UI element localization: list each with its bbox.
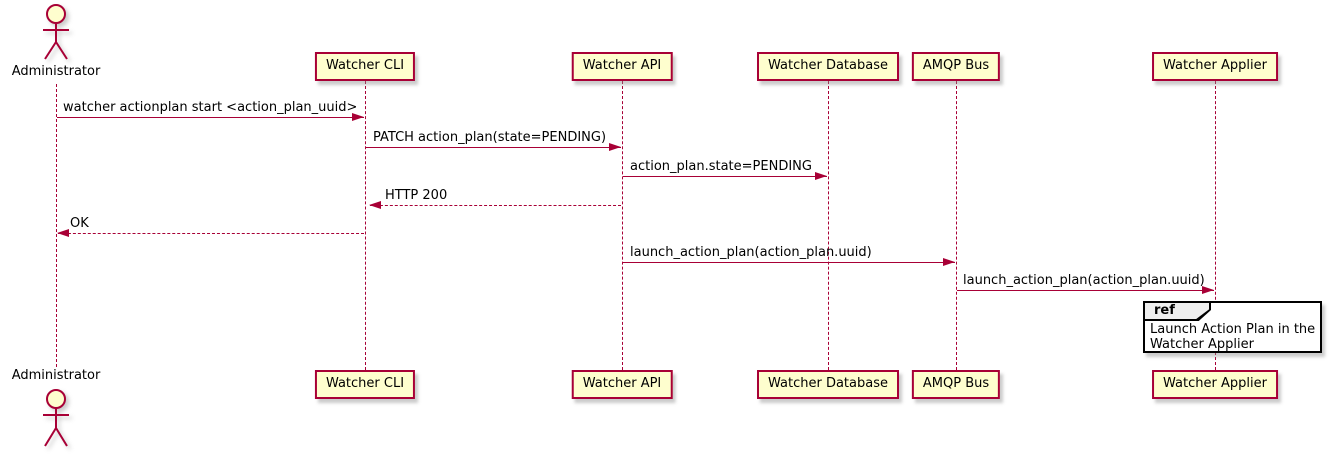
message-label-5: OK [70, 216, 89, 231]
participant-watcher-cli-top: Watcher CLI [314, 52, 416, 81]
lifeline-amqp-bus [956, 81, 957, 370]
ref-header-tab: ref [1143, 301, 1211, 321]
message-label-3: action_plan.state=PENDING [630, 159, 812, 174]
message-line-6 [623, 262, 955, 263]
message-label-1: watcher actionplan start <action_plan_uu… [63, 100, 358, 115]
participant-watcher-api-bottom: Watcher API [571, 370, 673, 399]
ref-text: Launch Action Plan in the Watcher Applie… [1150, 322, 1315, 352]
arrowhead-icon [943, 258, 955, 266]
message-label-6: launch_action_plan(action_plan.uuid) [630, 245, 872, 260]
message-line-5 [58, 233, 364, 234]
message-label-2: PATCH action_plan(state=PENDING) [373, 130, 607, 145]
message-line-4 [370, 205, 621, 206]
participant-amqp-bus-top: AMQP Bus [911, 52, 1001, 81]
participant-watcher-database-top: Watcher Database [757, 52, 899, 81]
actor-label-administrator-bottom: Administrator [11, 368, 101, 383]
ref-fragment: ref Launch Action Plan in the Watcher Ap… [1143, 301, 1322, 353]
arrowhead-icon [352, 113, 364, 121]
participant-watcher-applier-bottom: Watcher Applier [1152, 370, 1278, 399]
arrowhead-icon [57, 229, 69, 237]
administrator-actor-icon [43, 4, 69, 60]
arrowhead-icon [369, 201, 381, 209]
arrowhead-icon [815, 172, 827, 180]
participant-watcher-cli-bottom: Watcher CLI [314, 370, 416, 399]
message-line-2 [366, 147, 621, 148]
actor-label-administrator-top: Administrator [11, 64, 101, 79]
arrowhead-icon [609, 143, 621, 151]
lifeline-watcher-applier [1215, 81, 1216, 370]
ref-text-line-2: Watcher Applier [1150, 337, 1254, 352]
message-line-3 [623, 176, 827, 177]
administrator-actor-icon [43, 389, 69, 447]
lifeline-watcher-cli [365, 81, 366, 370]
ref-text-line-1: Launch Action Plan in the [1150, 322, 1316, 337]
message-line-7 [957, 290, 1214, 291]
participant-watcher-database-bottom: Watcher Database [757, 370, 899, 399]
message-label-7: launch_action_plan(action_plan.uuid) [963, 273, 1205, 288]
lifeline-watcher-api [622, 81, 623, 370]
participant-watcher-api-top: Watcher API [571, 52, 673, 81]
message-label-4: HTTP 200 [385, 188, 448, 203]
message-line-1 [57, 117, 364, 118]
lifeline-watcher-database [828, 81, 829, 370]
arrowhead-icon [1202, 286, 1214, 294]
lifeline-administrator [56, 84, 57, 367]
participant-watcher-applier-top: Watcher Applier [1152, 52, 1278, 81]
participant-amqp-bus-bottom: AMQP Bus [911, 370, 1001, 399]
ref-keyword: ref [1145, 303, 1209, 319]
